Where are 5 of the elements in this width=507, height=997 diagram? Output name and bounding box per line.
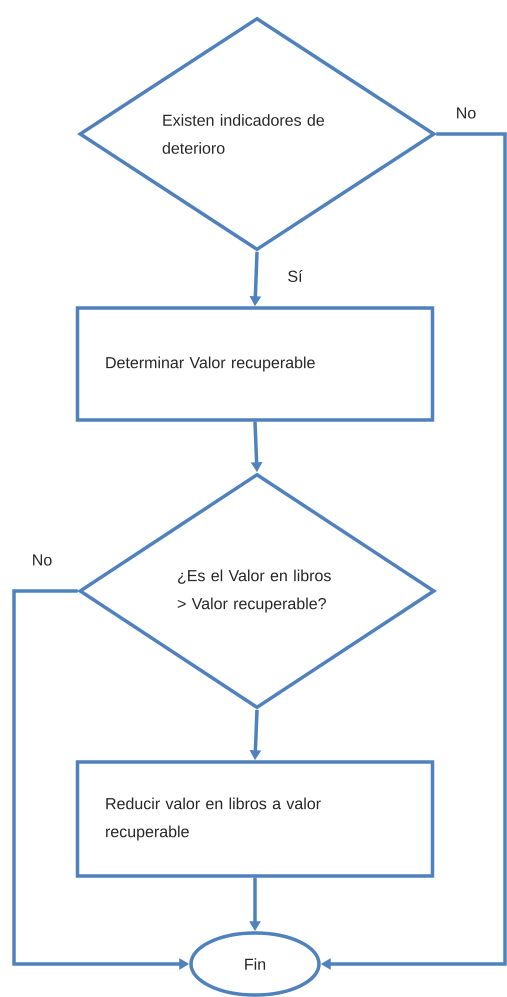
process-box: Determinar Valor recuperable	[76, 306, 434, 422]
edge-label: Sí	[288, 270, 302, 282]
edge-label: No	[457, 107, 476, 119]
process-box: Reducir valor en libros a valor recuperable	[76, 760, 434, 878]
edge-label: No	[33, 554, 52, 566]
